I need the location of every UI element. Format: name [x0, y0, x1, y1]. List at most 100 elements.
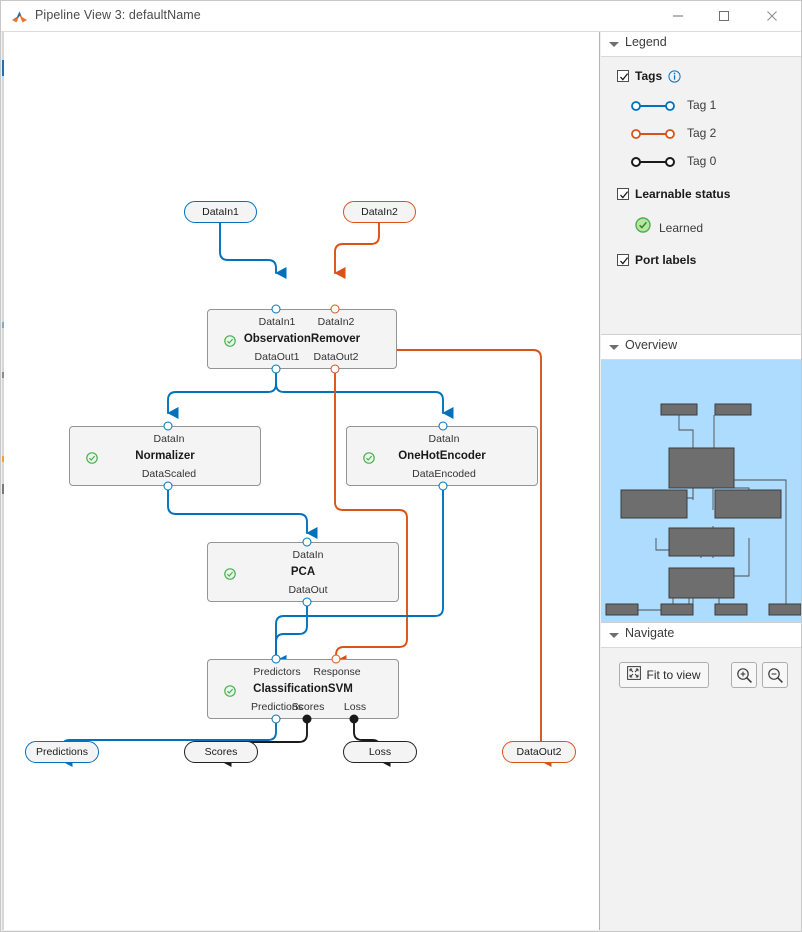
port-observationremover-dataout1[interactable]	[271, 364, 281, 374]
navigate-title: Navigate	[625, 626, 675, 640]
port-svm-loss[interactable]	[349, 714, 359, 724]
learnable-status-checkbox[interactable]	[617, 188, 629, 200]
block-name: OneHotEncoder	[398, 450, 486, 462]
port-svm-scores[interactable]	[302, 714, 312, 724]
overview-title: Overview	[625, 338, 678, 352]
port-labels-label: Port labels	[635, 253, 697, 267]
window-title: Pipeline View 3: defaultName	[35, 8, 201, 22]
port-label-loss: Loss	[343, 701, 367, 713]
overview-section-header[interactable]: Overview	[601, 335, 801, 360]
close-button[interactable]	[749, 1, 795, 31]
legend-title: Legend	[625, 35, 667, 49]
legend-body: Tags Tag 1 Tag 2	[601, 57, 801, 335]
block-onehotencoder[interactable]: OneHotEncoder DataIn DataEncoded	[346, 426, 538, 486]
port-label-scores: Scores	[291, 701, 325, 713]
port-label-predictors: Predictors	[253, 666, 301, 678]
learned-status-icon	[224, 567, 236, 580]
overview-minimap	[605, 403, 801, 616]
learnable-status-label: Learnable status	[635, 187, 731, 201]
port-label-in: DataIn	[292, 549, 324, 561]
port-normalizer-datain[interactable]	[163, 421, 173, 431]
tags-checkbox[interactable]	[617, 70, 629, 82]
terminal-predictions[interactable]: Predictions	[25, 741, 99, 763]
tag-label: Tag 0	[687, 154, 717, 168]
port-label-response: Response	[313, 666, 361, 678]
chevron-down-icon[interactable]	[609, 345, 619, 350]
canvas-left-gutter	[2, 32, 4, 930]
tags-label: Tags	[635, 69, 663, 83]
port-label-in1: DataIn1	[258, 316, 296, 328]
block-name: Normalizer	[135, 450, 195, 462]
tag-label: Tag 1	[687, 98, 717, 112]
legend-tag-item-2: Tag 2	[631, 126, 716, 140]
port-label-in: DataIn	[428, 433, 460, 445]
chevron-down-icon[interactable]	[609, 633, 619, 638]
port-normalizer-datascaled[interactable]	[163, 481, 173, 491]
terminal-datain1[interactable]: DataIn1	[184, 201, 257, 223]
pipeline-canvas[interactable]: DataIn1 DataIn2 ObservationRemover DataI…	[2, 32, 600, 930]
learned-status-icon	[363, 451, 375, 464]
terminal-label: Predictions	[36, 746, 88, 758]
port-svm-predictions[interactable]	[271, 714, 281, 724]
port-onehotencoder-dataencoded[interactable]	[438, 481, 448, 491]
port-onehotencoder-datain[interactable]	[438, 421, 448, 431]
block-observationremover[interactable]: ObservationRemover DataIn1 DataIn2 DataO…	[207, 309, 397, 369]
port-observationremover-datain1[interactable]	[271, 304, 281, 314]
port-observationremover-datain2[interactable]	[330, 304, 340, 314]
terminal-datain2[interactable]: DataIn2	[343, 201, 416, 223]
zoom-out-button[interactable]	[762, 662, 788, 688]
learned-status-icon	[635, 217, 651, 238]
overview-thumbnail[interactable]	[601, 360, 801, 623]
terminal-scores[interactable]: Scores	[184, 741, 258, 763]
fit-to-view-button[interactable]: Fit to view	[619, 662, 709, 688]
port-pca-datain[interactable]	[302, 537, 312, 547]
block-name: PCA	[290, 566, 316, 578]
terminal-label: DataIn2	[361, 206, 398, 218]
legend-section-header[interactable]: Legend	[601, 32, 801, 57]
block-pca[interactable]: PCA DataIn DataOut	[207, 542, 399, 602]
port-label-predictions: Predictions	[251, 701, 303, 713]
canvas-horizontal-scrollbar[interactable]	[2, 926, 600, 931]
legend-tag-item-0: Tag 0	[631, 154, 716, 168]
learned-status-icon	[224, 334, 236, 347]
learned-status-icon	[86, 451, 98, 464]
port-svm-predictors[interactable]	[271, 654, 281, 664]
learned-status-icon	[224, 684, 236, 697]
port-labels-checkbox[interactable]	[617, 254, 629, 266]
block-name: ObservationRemover	[243, 333, 361, 345]
terminal-label: Scores	[204, 746, 238, 758]
port-label-out: DataScaled	[141, 468, 197, 480]
port-svm-response[interactable]	[331, 654, 341, 664]
legend-tag-item-1: Tag 1	[631, 98, 716, 112]
block-normalizer[interactable]: Normalizer DataIn DataScaled	[69, 426, 261, 486]
tag-label: Tag 2	[687, 126, 717, 140]
port-label-in2: DataIn2	[317, 316, 355, 328]
block-name: ClassificationSVM	[253, 683, 353, 695]
navigate-body: Fit to view	[601, 648, 801, 768]
port-pca-dataout[interactable]	[302, 597, 312, 607]
terminal-label: Loss	[368, 746, 392, 758]
legend-learnable-status-row[interactable]: Learnable status	[617, 187, 730, 201]
info-icon[interactable]	[668, 69, 681, 83]
terminal-dataout2[interactable]: DataOut2	[502, 741, 576, 763]
minimize-button[interactable]	[655, 1, 701, 31]
legend-tags-row[interactable]: Tags	[617, 69, 681, 83]
legend-port-labels-row[interactable]: Port labels	[617, 253, 696, 267]
side-panel: Legend Tags Tag 1	[601, 32, 801, 930]
navigate-section-header[interactable]: Navigate	[601, 623, 801, 648]
block-classificationsvm[interactable]: ClassificationSVM Predictors Response Pr…	[207, 659, 399, 719]
port-label-out: DataOut	[288, 584, 328, 596]
port-observationremover-dataout2[interactable]	[330, 364, 340, 374]
port-label-in: DataIn	[153, 433, 185, 445]
legend-learned-row: Learned	[635, 217, 703, 238]
maximize-button[interactable]	[701, 1, 747, 31]
terminal-loss[interactable]: Loss	[343, 741, 417, 763]
matlab-logo-icon	[11, 8, 29, 25]
terminal-label: DataIn1	[202, 206, 239, 218]
chevron-down-icon[interactable]	[609, 42, 619, 47]
tag-line-swatch	[631, 99, 675, 111]
terminal-label: DataOut2	[516, 746, 562, 758]
port-label-out1: DataOut1	[254, 351, 300, 363]
zoom-in-button[interactable]	[731, 662, 757, 688]
